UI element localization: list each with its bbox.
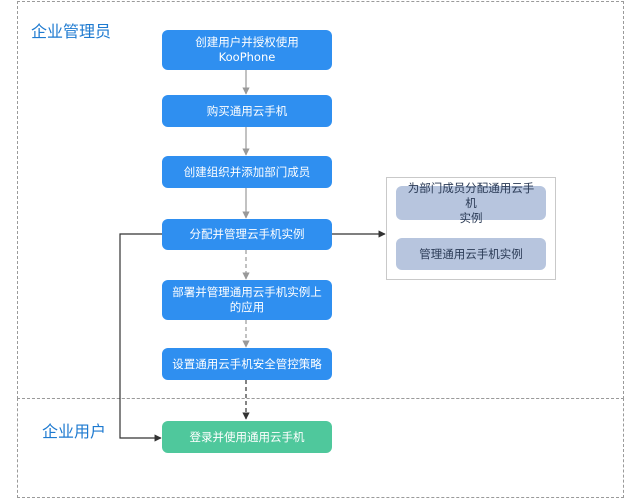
step-login-use: 登录并使用通用云手机	[162, 421, 332, 453]
substep-allocate: 为部门成员分配通用云手机 实例	[396, 181, 546, 225]
step-buy-phone: 购买通用云手机	[162, 95, 332, 127]
lane-title-user: 企业用户	[42, 422, 107, 441]
step-create-org: 创建组织并添加部门成员	[162, 156, 332, 188]
lane-divider	[17, 398, 624, 399]
lane-title-admin: 企业管理员	[31, 22, 112, 41]
lane-enterprise-user	[17, 398, 624, 498]
step-security-policy: 设置通用云手机安全管控策略	[162, 348, 332, 380]
step-create-user: 创建用户并授权使用 KooPhone	[162, 30, 332, 70]
step-deploy-apps: 部署并管理通用云手机实例上 的应用	[162, 280, 332, 320]
step-assign-manage: 分配并管理云手机实例	[162, 219, 332, 250]
arrow-assign-to-login	[119, 233, 162, 442]
substep-manage-instances: 管理通用云手机实例	[396, 238, 546, 270]
